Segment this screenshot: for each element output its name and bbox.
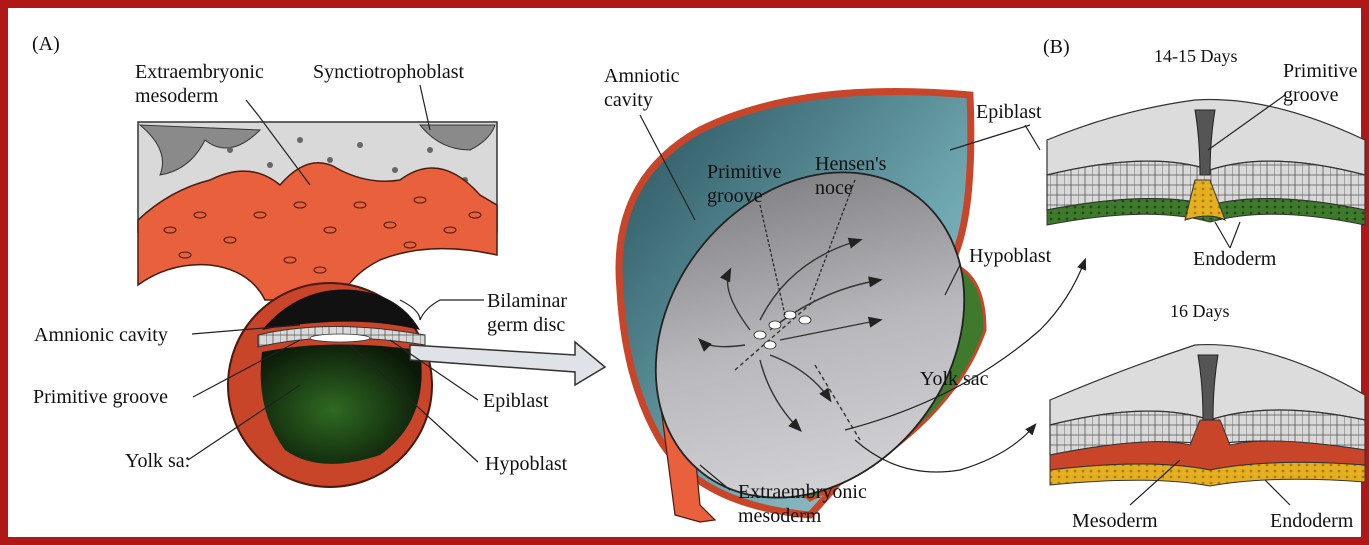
label-c-hypoblast: Hypoblast bbox=[969, 245, 1052, 267]
label-amniotic-cavity-1: Amniotic bbox=[604, 65, 680, 87]
label-a-hypoblast: Hypoblast bbox=[485, 453, 568, 475]
label-bilaminar-germ-disc-1: Bilaminar bbox=[487, 290, 567, 312]
label-a-yolk-sac: Yolk sa: bbox=[125, 450, 190, 472]
label-c-extraembryonic-mesoderm-1: Extraembryonic bbox=[738, 481, 867, 503]
label-c-yolk-sac: Yolk sac bbox=[920, 368, 989, 390]
label-amnionic-cavity: Amnionic cavity bbox=[34, 324, 168, 346]
label-a-extraembryonic-mesoderm-2: mesoderm bbox=[135, 85, 219, 107]
label-hensens-node-2: noce bbox=[815, 177, 853, 199]
panel-b-label: (B) bbox=[1043, 36, 1070, 58]
label-bilaminar-germ-disc-2: germ disc bbox=[487, 314, 565, 336]
label-c-primitive-groove-1: Primitive bbox=[707, 161, 782, 183]
label-stage2-mesoderm: Mesoderm bbox=[1072, 510, 1158, 532]
label-b-primitive-groove-1: Primitive bbox=[1283, 60, 1358, 82]
label-stage1-title: 14-15 Days bbox=[1154, 46, 1238, 66]
label-a-primitive-groove: Primitive groove bbox=[33, 386, 168, 408]
label-a-epiblast: Epiblast bbox=[483, 390, 549, 412]
label-c-primitive-groove-2: groove bbox=[707, 185, 763, 207]
label-a-extraembryonic-mesoderm-1: Extraembryonic bbox=[135, 61, 264, 83]
label-hensens-node-1: Hensen's bbox=[815, 153, 887, 175]
label-stage2-endoderm: Endoderm bbox=[1270, 510, 1354, 532]
primitive-groove-shape bbox=[310, 334, 370, 342]
label-amniotic-cavity-2: cavity bbox=[604, 89, 653, 111]
label-stage2-title: 16 Days bbox=[1170, 301, 1230, 321]
panel-a-label: (A) bbox=[32, 33, 60, 55]
label-c-epiblast: Epiblast bbox=[976, 101, 1042, 123]
label-stage1-endoderm: Endoderm bbox=[1193, 248, 1277, 270]
label-synctiotrophoblast: Synctiotrophoblast bbox=[313, 61, 465, 83]
label-c-extraembryonic-mesoderm-2: mesoderm bbox=[738, 505, 822, 527]
label-b-primitive-groove-2: groove bbox=[1283, 84, 1339, 106]
